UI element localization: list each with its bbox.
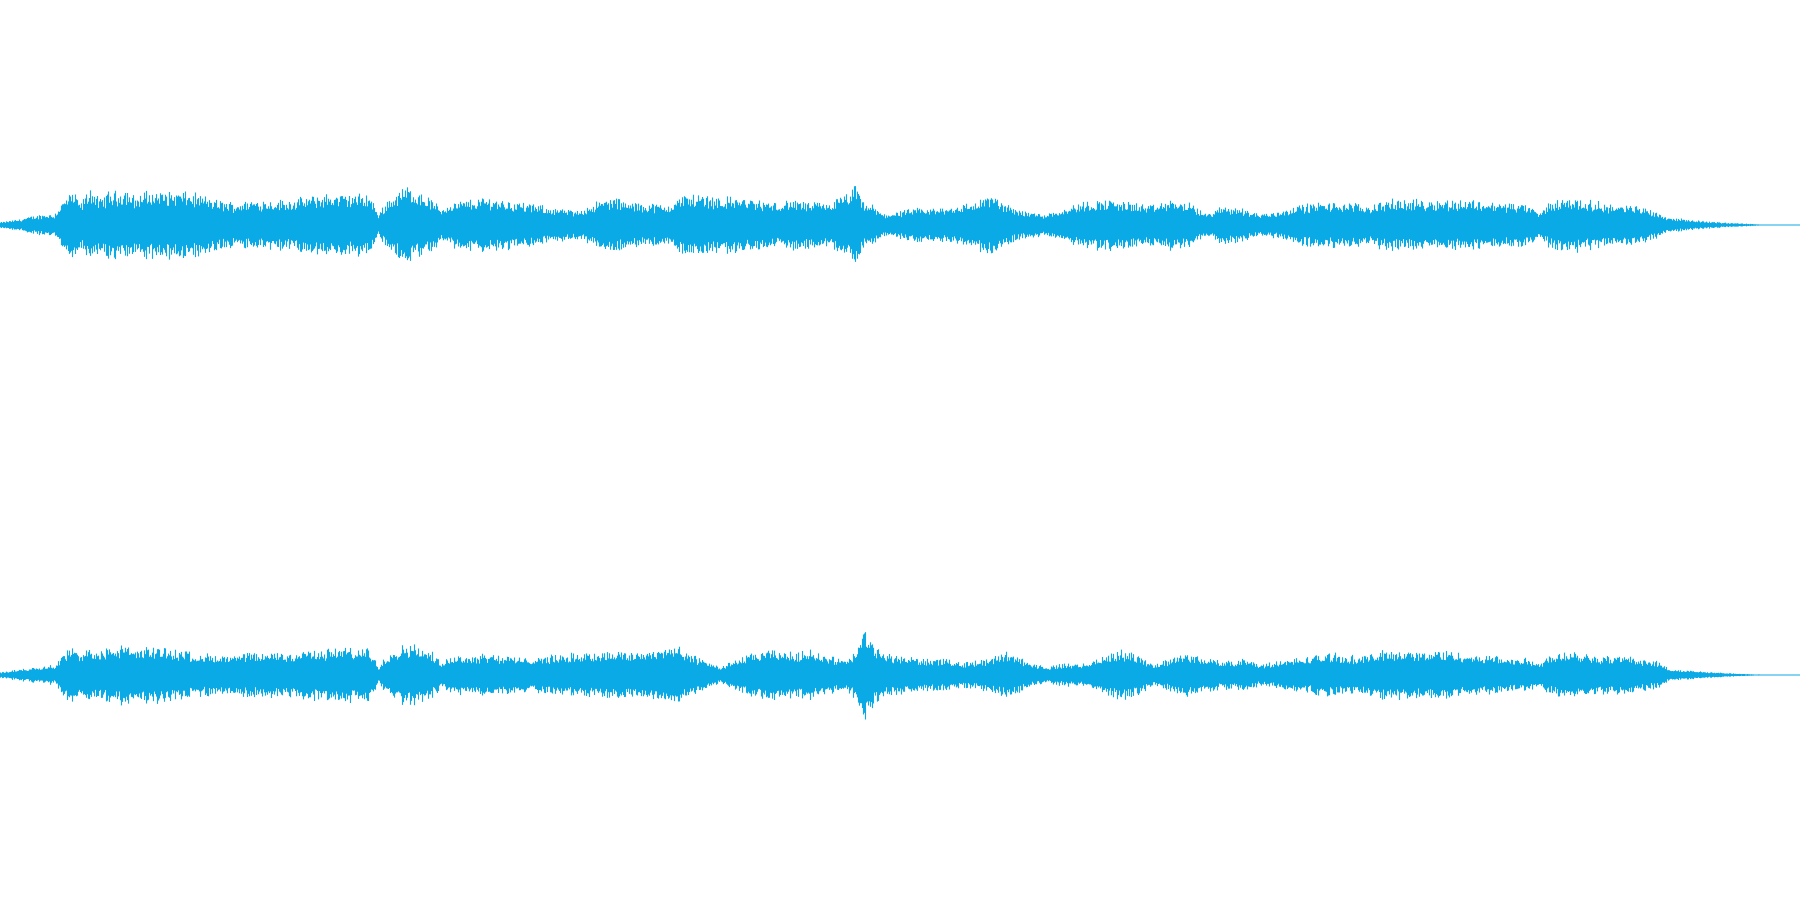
waveform-channel-right [0, 632, 1800, 720]
waveform-channel-left [0, 186, 1800, 262]
waveform-left-signal [0, 186, 1800, 262]
waveform-right-signal [0, 632, 1800, 720]
